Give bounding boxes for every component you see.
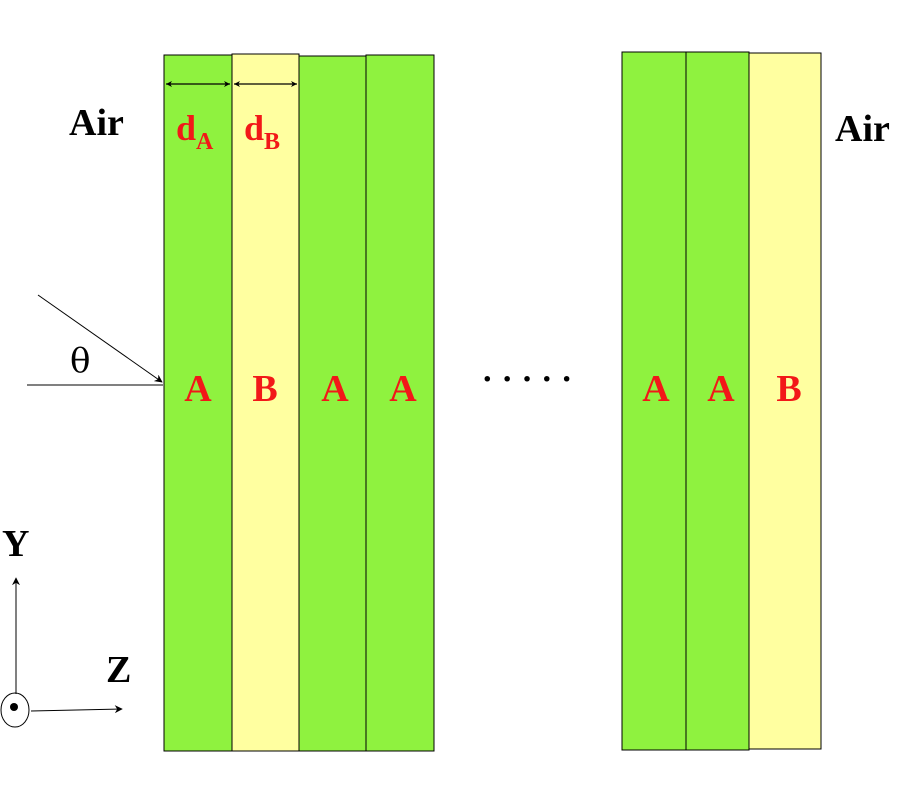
layer-label: A bbox=[707, 368, 735, 410]
incident-ray bbox=[37, 294, 163, 383]
layer-a-2 bbox=[298, 55, 367, 752]
x-axis-out-of-page-icon bbox=[0, 692, 30, 728]
layer-a-5 bbox=[685, 51, 750, 751]
layer-label: A bbox=[321, 368, 349, 410]
layer-label: A bbox=[184, 368, 212, 410]
layer-label: B bbox=[252, 368, 277, 410]
air-right-label: Air bbox=[835, 108, 890, 150]
angle-label: θ bbox=[70, 341, 90, 381]
layer-label: A bbox=[389, 368, 417, 410]
ellipsis: · · · · · bbox=[482, 361, 573, 398]
z-axis-label: Z bbox=[106, 649, 131, 691]
y-axis-label: Y bbox=[2, 523, 29, 565]
layer-b-2 bbox=[748, 52, 822, 750]
z-axis-arrow bbox=[30, 705, 123, 714]
layer-a-4 bbox=[621, 51, 687, 751]
layer-a-1 bbox=[163, 54, 233, 752]
layer-a-3 bbox=[365, 54, 435, 752]
layer-label: B bbox=[776, 368, 801, 410]
x-axis-dot-icon bbox=[10, 703, 18, 711]
thickness-b-label: dB bbox=[244, 108, 280, 155]
air-left-label: Air bbox=[69, 102, 124, 144]
thickness-a-label: dA bbox=[176, 108, 214, 155]
layer-b-1 bbox=[231, 53, 300, 752]
layer-label: A bbox=[642, 368, 670, 410]
